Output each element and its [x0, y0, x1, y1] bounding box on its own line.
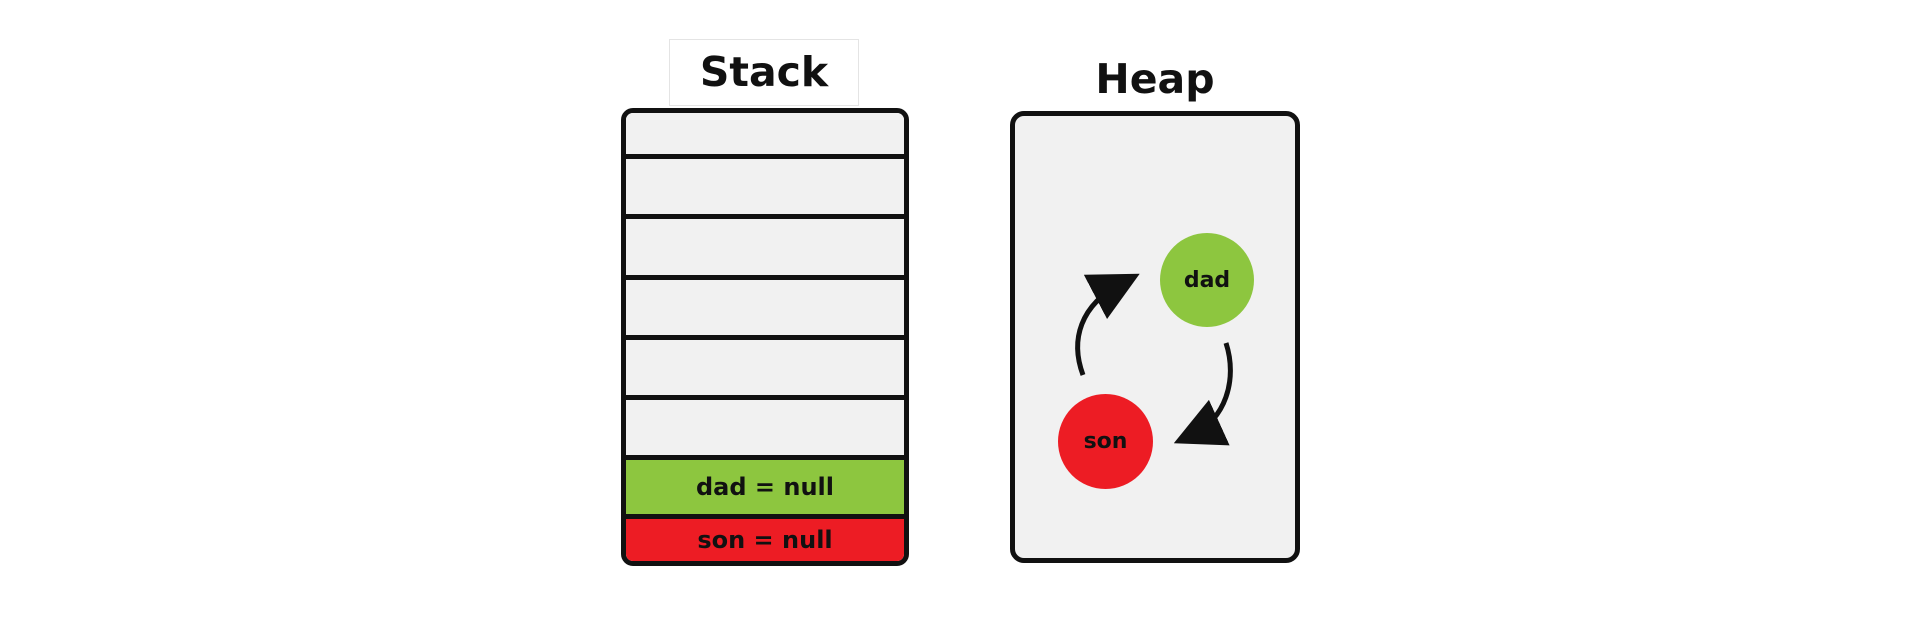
stack-slot-3	[626, 219, 904, 280]
stack-slot-2	[626, 159, 904, 219]
stack-slot-4	[626, 280, 904, 340]
stack-slot-1	[626, 113, 904, 159]
stack-slot-label: son = null	[697, 526, 833, 554]
heap-object-son: son	[1058, 394, 1153, 489]
heap-title: Heap	[1095, 55, 1215, 103]
stack-slot-5	[626, 340, 904, 400]
heap-object-label: dad	[1183, 267, 1231, 293]
stack-slot-dad: dad = null	[626, 460, 904, 519]
stack-slot-son: son = null	[626, 519, 904, 561]
stack-slot-label: dad = null	[696, 473, 834, 501]
heap-object-label: son	[1083, 429, 1128, 454]
stack-title-box	[669, 39, 859, 106]
stack-title: Stack	[699, 48, 829, 96]
heap-container	[1010, 111, 1300, 563]
stack-container: dad = null son = null	[621, 108, 909, 566]
stack-slot-6	[626, 400, 904, 460]
heap-object-dad: dad	[1160, 233, 1254, 327]
